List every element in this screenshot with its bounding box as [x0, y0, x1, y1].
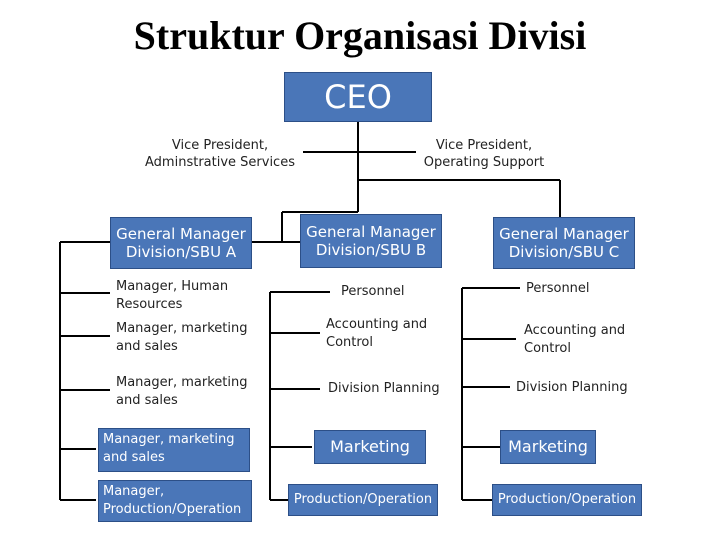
vp-admin-label: Vice President, Adminstrative Services: [145, 138, 295, 170]
division-b-item-3: Division Planning: [328, 381, 440, 396]
division-c-item-4: Marketing: [500, 430, 596, 464]
ceo-box: CEO: [284, 72, 432, 122]
division-c-item-1: Personnel: [526, 281, 590, 296]
division-b-item-4: Marketing: [314, 430, 426, 464]
division-b-item-1: Personnel: [341, 284, 405, 299]
division-b-item-5: Production/Operation: [288, 484, 438, 516]
page-title: Struktur Organisasi Divisi: [133, 13, 587, 58]
vp-operating-label: Vice President, Operating Support: [423, 138, 545, 170]
division-c-item-3: Division Planning: [516, 380, 628, 395]
division-c-item-5: Production/Operation: [492, 484, 642, 516]
division-a-item-5: Manager,Production/Operation: [98, 480, 252, 522]
